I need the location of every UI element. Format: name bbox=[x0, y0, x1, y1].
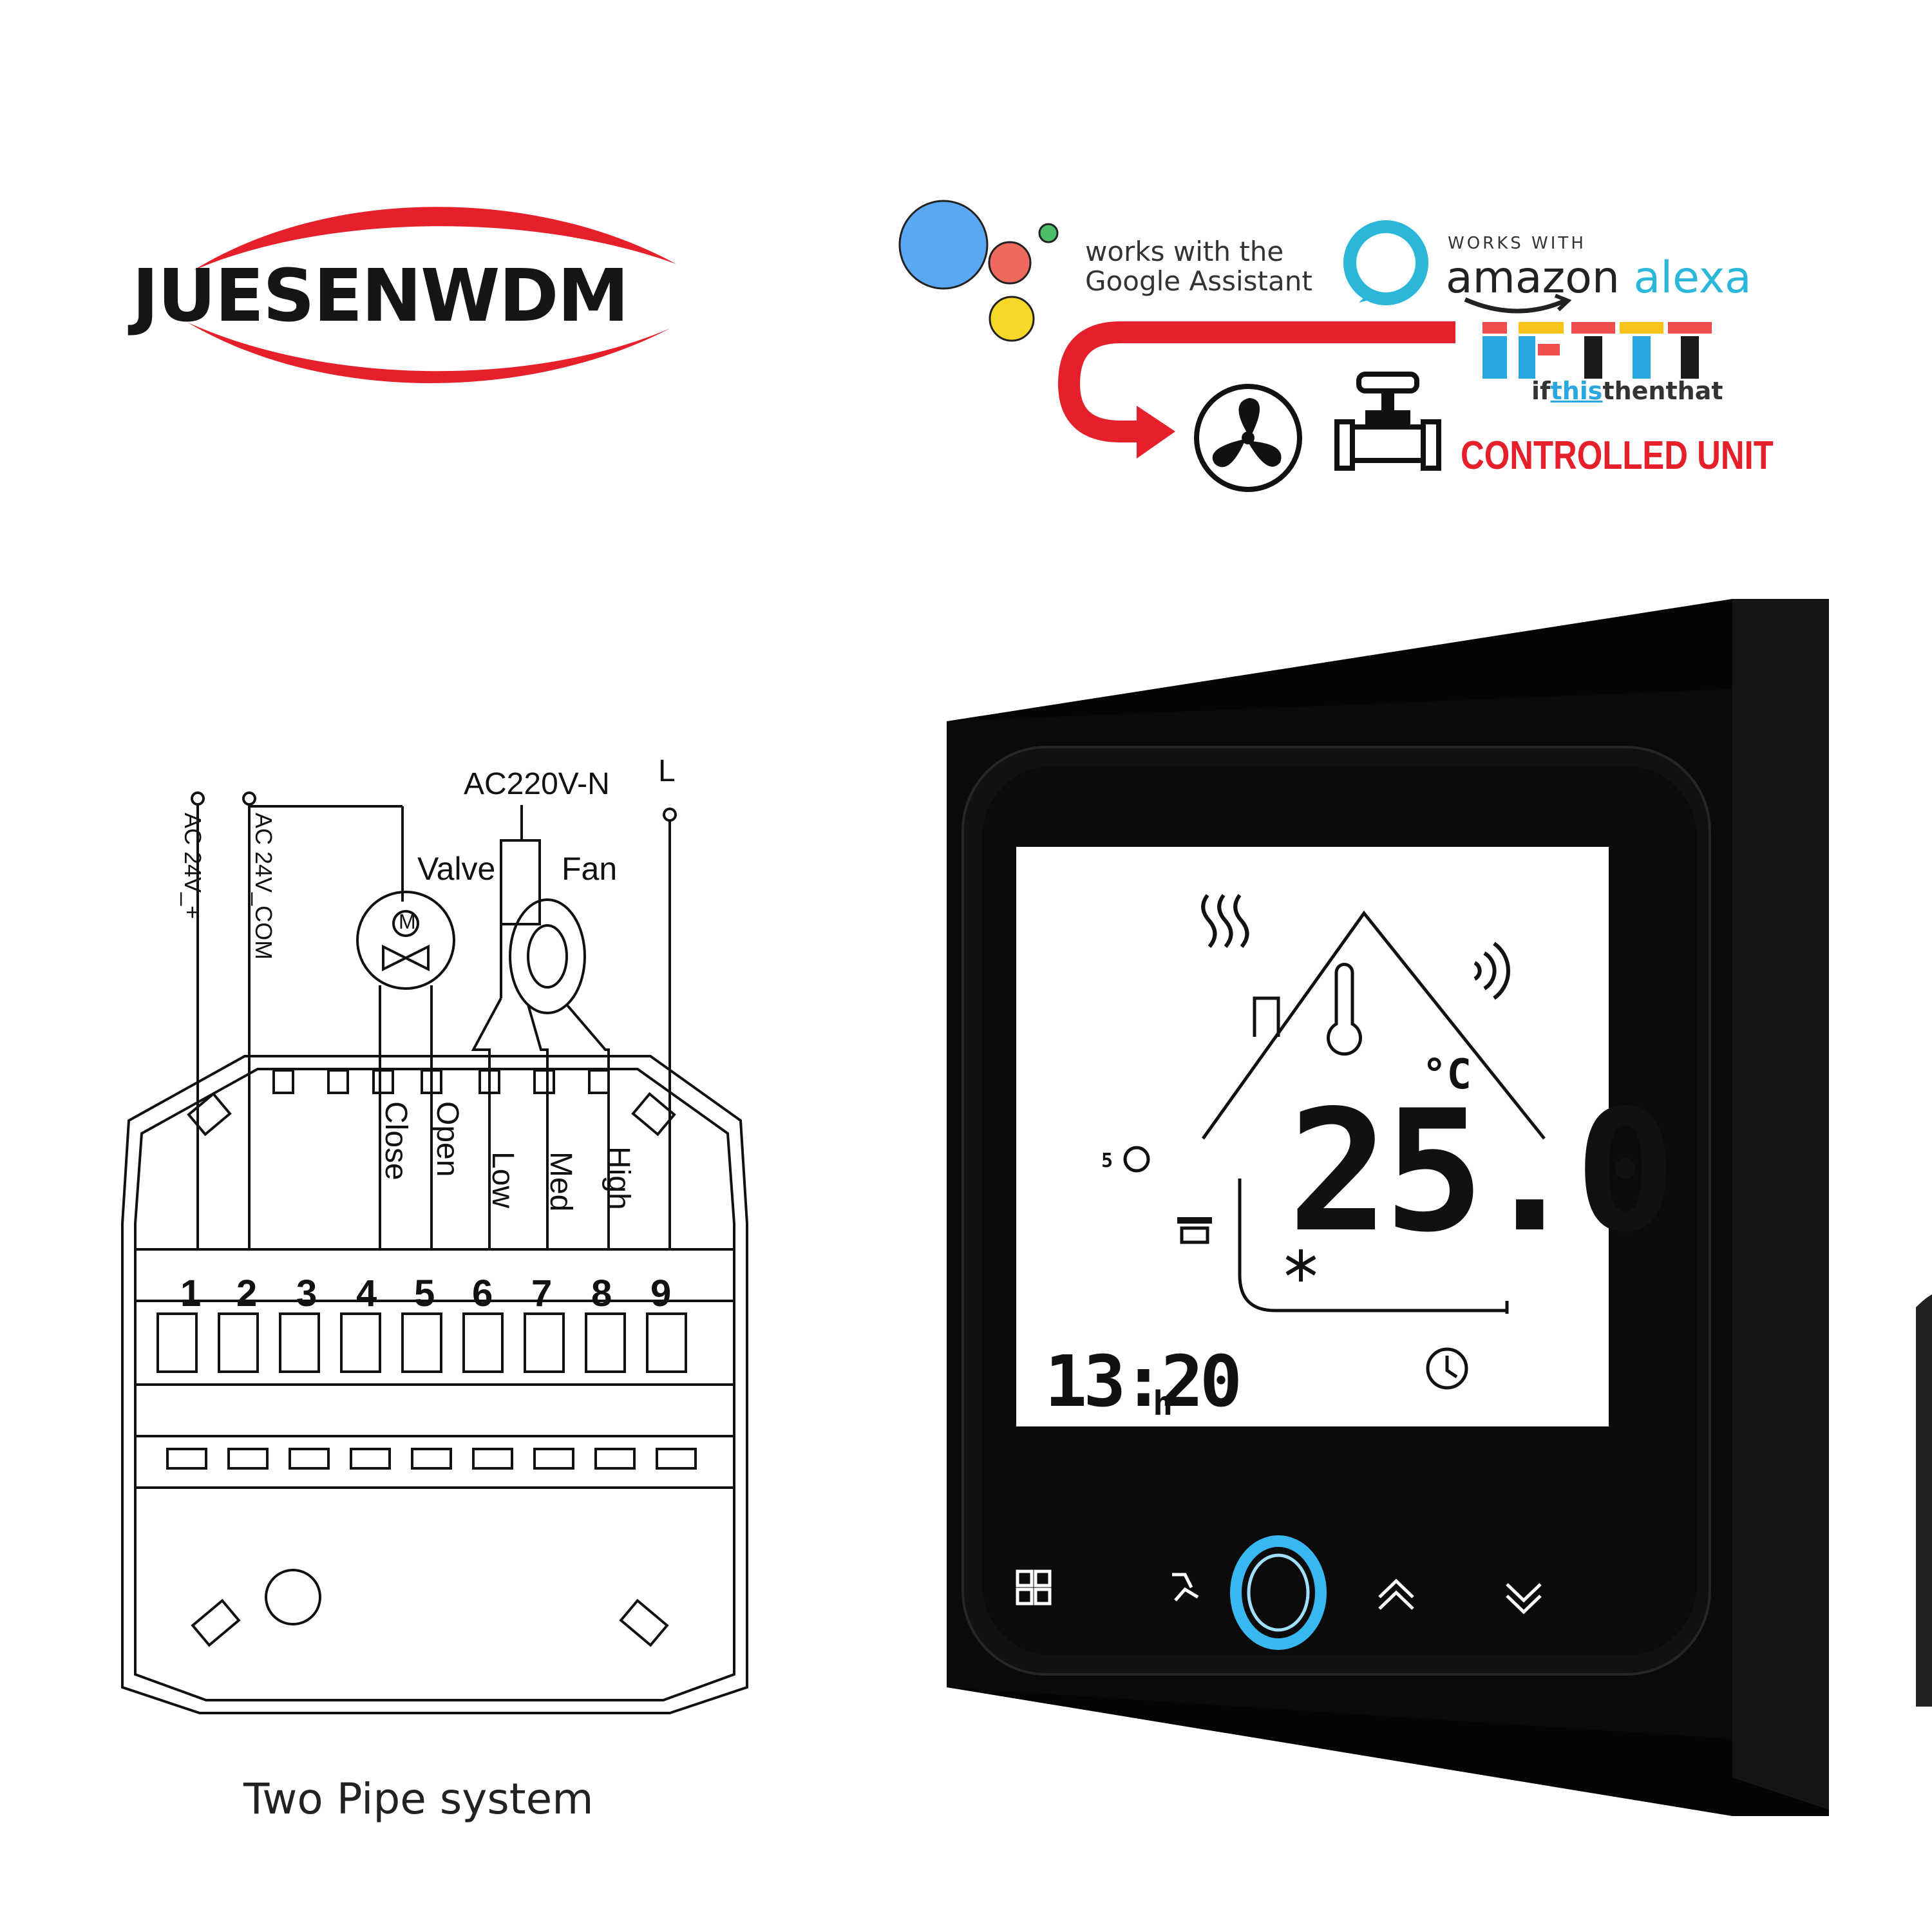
thermostat-device bbox=[947, 599, 1829, 1816]
terminal-screws bbox=[166, 1448, 697, 1470]
wiring-diagram bbox=[121, 791, 748, 1714]
terminal-number: 5 bbox=[414, 1273, 435, 1314]
up-button[interactable] bbox=[1372, 1571, 1417, 1616]
ifttt-thenthat: thenthat bbox=[1602, 377, 1723, 405]
lcd-temperature: 25.0 bbox=[1288, 1075, 1676, 1269]
google-line1: works with the bbox=[1085, 236, 1284, 267]
label-live: L bbox=[658, 754, 676, 788]
terminal-number: 7 bbox=[531, 1273, 553, 1314]
fan-icon bbox=[1194, 384, 1302, 492]
down-button[interactable] bbox=[1501, 1571, 1546, 1616]
google-line2: Google Assistant bbox=[1085, 265, 1312, 297]
button-row bbox=[1016, 1535, 1542, 1650]
terminal-number: 9 bbox=[650, 1273, 672, 1314]
diagram-caption: Two Pipe system bbox=[243, 1774, 594, 1824]
label-ac24-com: AC 24V_COM bbox=[251, 813, 277, 960]
alexa-wordmark: amazon alexa bbox=[1446, 252, 1752, 303]
valve-motor bbox=[356, 891, 455, 990]
brand-logo bbox=[187, 207, 676, 383]
logo-swoosh-top bbox=[193, 207, 676, 270]
red-arrow-icon bbox=[1057, 321, 1455, 459]
terminal-number: 8 bbox=[591, 1273, 612, 1314]
power-ring bbox=[1230, 1535, 1327, 1650]
lcd-time: 13:20 bbox=[1045, 1340, 1242, 1423]
terminal-ac24-com bbox=[242, 791, 256, 806]
terminal-number: 4 bbox=[356, 1273, 377, 1314]
terminal-number: 6 bbox=[472, 1273, 493, 1314]
mount-hole bbox=[265, 1569, 321, 1625]
alexa-icon bbox=[1343, 220, 1428, 305]
amazon-smile-icon bbox=[1464, 294, 1571, 314]
label-ac24-plus: AC 24V_+ bbox=[180, 813, 206, 920]
terminal-number: 3 bbox=[296, 1273, 317, 1314]
logo-swoosh-bottom bbox=[187, 322, 670, 383]
alexa-works-with: WORKS WITH bbox=[1448, 234, 1586, 253]
label-low: Low bbox=[486, 1151, 520, 1209]
google-assistant-text: works with the Google Assistant bbox=[1085, 237, 1312, 296]
terminal-slots bbox=[156, 1312, 687, 1373]
amazon-text: amazon bbox=[1446, 252, 1620, 303]
label-fan: Fan bbox=[562, 851, 618, 887]
terminal-ac24-plus bbox=[191, 791, 205, 806]
fan-coil bbox=[509, 898, 586, 1014]
power-button[interactable] bbox=[1227, 1539, 1330, 1655]
lcd-temperature-unit: °C bbox=[1422, 1051, 1472, 1099]
ifttt-if: if bbox=[1531, 377, 1551, 405]
label-motor: M bbox=[399, 910, 416, 933]
lcd-screen bbox=[1016, 847, 1609, 1426]
terminal-number: 1 bbox=[180, 1273, 202, 1314]
valve-icon bbox=[1334, 372, 1441, 471]
label-valve: Valve bbox=[417, 851, 496, 887]
label-high: High bbox=[601, 1146, 636, 1210]
brand-name: JUESENWDM bbox=[132, 254, 629, 338]
ifttt-this: this bbox=[1550, 377, 1603, 405]
label-close: Close bbox=[379, 1101, 413, 1180]
lcd-program-number: 5 bbox=[1101, 1150, 1113, 1172]
lcd-time-suffix: h bbox=[1153, 1385, 1173, 1423]
menu-button[interactable] bbox=[1011, 1565, 1056, 1610]
phone-edge bbox=[1916, 1294, 1932, 1707]
ifttt-logo bbox=[1482, 322, 1712, 379]
terminal-number: 2 bbox=[236, 1273, 258, 1314]
google-assistant-icon bbox=[898, 200, 1059, 342]
label-neutral: AC220V-N bbox=[464, 767, 610, 801]
fan-button[interactable] bbox=[1153, 1565, 1204, 1616]
ifttt-tagline: ifthisthenthat bbox=[1531, 377, 1723, 405]
controlled-unit-label: CONTROLLED UNIT bbox=[1461, 433, 1774, 478]
label-open: Open bbox=[430, 1101, 464, 1177]
label-med: Med bbox=[544, 1151, 578, 1212]
terminal-live bbox=[663, 808, 677, 822]
alexa-text: alexa bbox=[1633, 252, 1752, 303]
